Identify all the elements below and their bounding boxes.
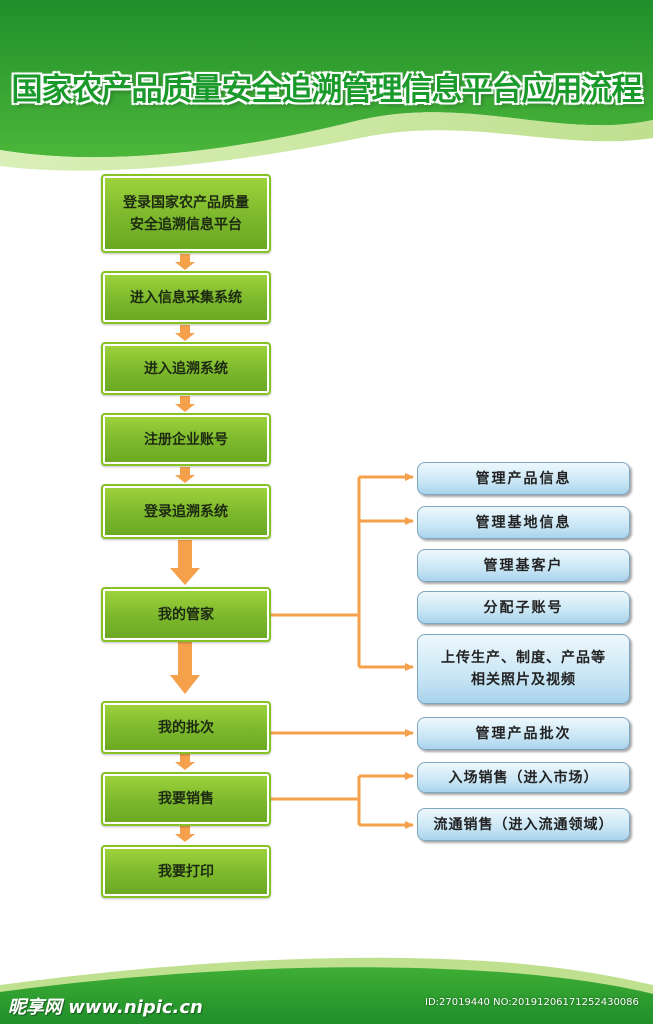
step-label: 我要销售 bbox=[158, 791, 214, 807]
page-title: 国家农产品质量安全追溯管理信息平台应用流程 bbox=[11, 72, 643, 108]
step-register-account: 注册企业账号 bbox=[101, 413, 271, 466]
down-arrow-6 bbox=[170, 642, 200, 694]
step-label: 注册企业账号 bbox=[144, 431, 228, 448]
down-arrow-1 bbox=[175, 254, 195, 270]
branch-label: 入场销售（进入市场） bbox=[448, 769, 599, 786]
branch-market-sales: 入场销售（进入市场） bbox=[417, 762, 630, 793]
top-banner-highlight bbox=[0, 112, 653, 171]
down-arrow-2 bbox=[175, 325, 195, 341]
branch-label: 流通销售（进入流通领域） bbox=[433, 816, 614, 833]
down-arrow-8 bbox=[175, 826, 195, 842]
branch-upload-media: 上传生产、制度、产品等 相关照片及视频 bbox=[417, 634, 630, 704]
step-my-butler: 我的管家 bbox=[101, 587, 271, 642]
branch-manage-customers: 管理基客户 bbox=[417, 549, 630, 582]
branch-circulation-sales: 流通销售（进入流通领域） bbox=[417, 808, 630, 841]
branch-label: 管理基地信息 bbox=[475, 514, 572, 531]
step-login-trace-system: 登录追溯系统 bbox=[101, 484, 271, 539]
branch-label: 分配子账号 bbox=[483, 599, 564, 616]
branch-label: 管理基客户 bbox=[483, 557, 564, 574]
step-print: 我要打印 bbox=[101, 845, 271, 898]
branch-manage-product-info: 管理产品信息 bbox=[417, 462, 630, 495]
step-enter-collection-system: 进入信息采集系统 bbox=[101, 271, 271, 324]
down-arrow-7 bbox=[175, 754, 195, 770]
step-label: 我的批次 bbox=[158, 719, 214, 736]
branch-label: 上传生产、制度、产品等 相关照片及视频 bbox=[441, 650, 606, 688]
step-label: 进入追溯系统 bbox=[144, 360, 228, 377]
bottom-banner-shape bbox=[0, 967, 653, 1024]
branch-label: 管理产品批次 bbox=[475, 725, 572, 742]
down-arrow-4 bbox=[175, 467, 195, 483]
down-arrow-3 bbox=[175, 396, 195, 412]
step-label: 我要打印 bbox=[158, 863, 214, 880]
top-banner-shape bbox=[0, 0, 653, 158]
step-label: 我的管家 bbox=[158, 606, 214, 623]
branch-assign-sub-account: 分配子账号 bbox=[417, 591, 630, 624]
step-sales: 我要销售 bbox=[101, 772, 271, 826]
step-enter-trace-system: 进入追溯系统 bbox=[101, 342, 271, 395]
step-my-batch: 我的批次 bbox=[101, 701, 271, 754]
down-arrow-5 bbox=[170, 540, 200, 585]
watermark-logo: 昵享网 www.nipic.cn bbox=[8, 997, 203, 1018]
step-label: 登录追溯系统 bbox=[144, 503, 228, 520]
branch-label: 管理产品信息 bbox=[475, 470, 572, 487]
step-label: 进入信息采集系统 bbox=[130, 289, 242, 306]
branch-manage-batch: 管理产品批次 bbox=[417, 717, 630, 750]
watermark-id: ID:27019440 NO:20191206171252430086 bbox=[425, 997, 639, 1008]
branch-manage-base-info: 管理基地信息 bbox=[417, 506, 630, 539]
step-label: 登录国家农产品质量 安全追溯信息平台 bbox=[123, 194, 249, 233]
step-login-platform: 登录国家农产品质量 安全追溯信息平台 bbox=[101, 174, 271, 253]
